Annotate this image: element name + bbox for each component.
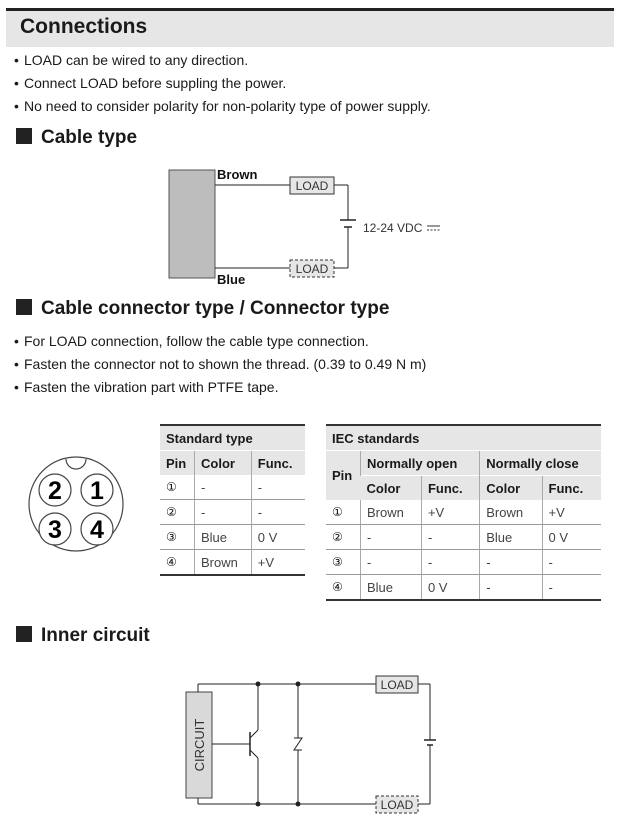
inner-circuit-diagram: CIRCUIT LOAD LOAD (185, 675, 436, 814)
section-square-icon (16, 128, 32, 144)
section-square-icon (16, 626, 32, 642)
table-cell: - (479, 574, 543, 601)
header-top-rule (6, 8, 614, 11)
connector-key-notch (65, 458, 87, 470)
table-row: ③ Blue 0 V (160, 524, 305, 550)
table-row: ③ - - - - (326, 549, 601, 575)
supply-voltage-label: 12-24 VDC (363, 221, 423, 235)
column-header: Pin (326, 450, 361, 500)
table-row: ① Brown +V Brown +V (326, 500, 601, 525)
table-cell: Blue (479, 524, 543, 550)
table-cell: - (250, 475, 305, 500)
table-cell: 0 V (250, 524, 305, 550)
page-title: Connections (20, 15, 148, 38)
bullet-item: For LOAD connection, follow the cable ty… (14, 330, 426, 353)
table-cell: - (420, 549, 480, 575)
pin-cell: ③ (160, 524, 195, 550)
table-cell: 0 V (541, 524, 601, 550)
standard-type-table: Standard type Pin Color Func. ① - - ② - … (160, 424, 305, 576)
section-inner-circuit: Inner circuit (16, 623, 150, 649)
table-cell: - (194, 499, 252, 525)
table-cell: - (479, 549, 543, 575)
connections-header: Connections (6, 11, 614, 47)
bullet-item: Connect LOAD before suppling the power. (14, 72, 431, 95)
section-title: Cable connector type / Connector type (41, 298, 390, 319)
pin-cell: ③ (326, 549, 361, 575)
bullet-item: Fasten the vibration part with PTFE tape… (14, 376, 426, 399)
pin-circle (38, 512, 72, 546)
pin-circle (38, 473, 72, 507)
pin-cell: ① (160, 475, 195, 500)
table-cell: - (360, 524, 422, 550)
section-square-icon (16, 299, 32, 315)
table-cell: Brown (360, 500, 422, 525)
table-row: ④ Brown +V (160, 549, 305, 576)
table-title: IEC standards (326, 424, 601, 451)
table-cell: +V (250, 549, 305, 576)
connector-bullet-list: For LOAD connection, follow the cable ty… (14, 330, 426, 399)
table-cell: - (250, 499, 305, 525)
pin-number: 2 (48, 477, 62, 505)
section-cable-type: Cable type (16, 125, 137, 151)
connections-bullet-list: LOAD can be wired to any direction. Conn… (14, 49, 431, 118)
pin-cell: ④ (160, 549, 195, 576)
load-label: LOAD (296, 179, 329, 193)
sensor-body (168, 169, 216, 279)
column-header: Func. (420, 475, 480, 500)
table-cell: Blue (360, 574, 422, 601)
group-header: Normally close (479, 450, 601, 476)
group-header: Normally open (359, 450, 480, 476)
section-connector-type: Cable connector type / Connector type (16, 296, 389, 322)
pin-circle (80, 473, 114, 507)
pin-cell: ① (326, 500, 361, 525)
table-title: Standard type (160, 424, 305, 451)
transistor-collector (249, 729, 259, 739)
cable-type-diagram: LOAD 12-24 VDC LOAD Brown Blue (168, 167, 440, 287)
table-cell: Brown (479, 500, 543, 525)
pin-number: 1 (90, 477, 104, 505)
column-header: Color (194, 450, 252, 475)
table-cell: - (541, 549, 601, 575)
column-header: Func. (541, 475, 601, 500)
column-header: Color (360, 475, 422, 500)
column-header: Func. (250, 450, 305, 475)
table-row: ① - - (160, 475, 305, 500)
transistor-emitter (249, 749, 259, 759)
table-cell: - (420, 524, 480, 550)
circuit-block (185, 691, 213, 799)
section-title: Inner circuit (41, 625, 150, 646)
table-row: ④ Blue 0 V - - (326, 574, 601, 601)
table-cell: 0 V (420, 574, 480, 601)
bullet-item: No need to consider polarity for non-pol… (14, 95, 431, 118)
connector-pin-diagram: 2 1 3 4 (28, 456, 124, 552)
table-cell: - (194, 475, 252, 500)
table-row: ② - - (160, 499, 305, 525)
circuit-label: CIRCUIT (192, 719, 207, 772)
pin-cell: ② (326, 524, 361, 550)
bullet-item: Fasten the connector not to shown the th… (14, 353, 426, 376)
pin-cell: ② (160, 499, 195, 525)
iec-standards-table: IEC standards Pin Normally open Normally… (326, 424, 601, 601)
section-title: Cable type (41, 127, 138, 148)
pin-number: 3 (48, 516, 62, 544)
blue-label: Blue (217, 272, 245, 287)
bullet-item: LOAD can be wired to any direction. (14, 49, 431, 72)
column-header: Color (479, 475, 543, 500)
table-cell: Brown (194, 549, 252, 576)
load-label: LOAD (296, 262, 329, 276)
table-cell: Blue (194, 524, 252, 550)
load-label: LOAD (381, 798, 414, 812)
pin-circle (80, 512, 114, 546)
table-row: ② - - Blue 0 V (326, 524, 601, 550)
zener-diode-icon (293, 737, 303, 751)
column-header: Pin (160, 450, 195, 475)
table-cell: - (360, 549, 422, 575)
table-cell: - (541, 574, 601, 601)
table-cell: +V (541, 500, 601, 525)
pin-cell: ④ (326, 574, 361, 601)
table-cell: +V (420, 500, 480, 525)
load-label: LOAD (381, 678, 414, 692)
pin-number: 4 (90, 516, 104, 544)
brown-label: Brown (217, 167, 258, 182)
